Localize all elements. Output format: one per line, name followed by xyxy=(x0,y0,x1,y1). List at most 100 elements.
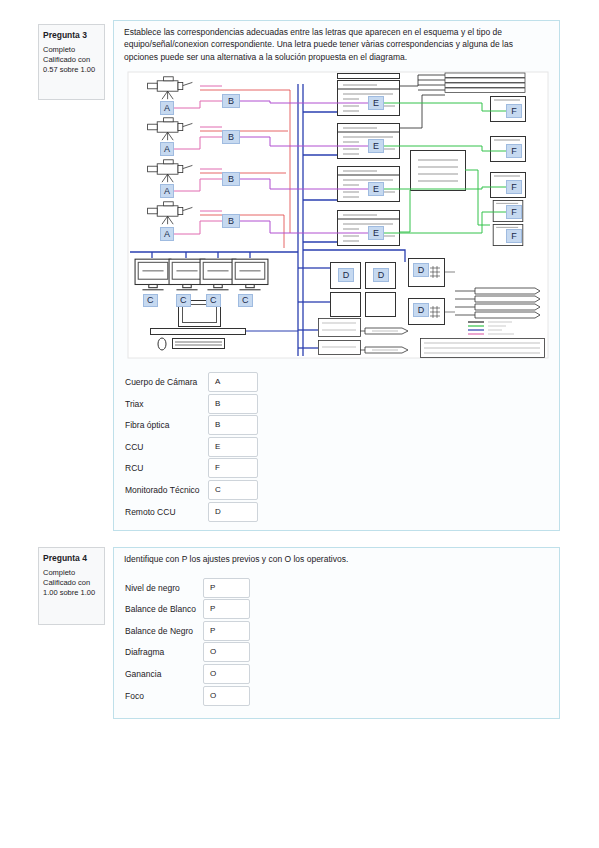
answer-select: F xyxy=(208,458,258,478)
letter-tag: D xyxy=(373,268,389,282)
letter-tag: F xyxy=(506,229,522,243)
info-text: Calificado con 1.00 sobre 1.00 xyxy=(43,578,100,598)
letter-text: B xyxy=(228,217,234,226)
letter-tag: E xyxy=(368,182,384,196)
letter-tag: F xyxy=(506,205,522,219)
info-text: Calificado con 0.57 sobre 1.00 xyxy=(43,55,100,75)
letter-text: C xyxy=(210,296,217,305)
info-text: Completo xyxy=(43,45,100,55)
letter-text: D xyxy=(215,508,221,516)
letter-text: O xyxy=(210,670,216,678)
letter-text: F xyxy=(511,147,517,156)
letter-text: F xyxy=(215,464,220,472)
row-label: Foco xyxy=(125,691,144,701)
letter-text: B xyxy=(228,97,234,106)
letter-text: E xyxy=(215,443,220,451)
letter-text: C xyxy=(180,296,187,305)
info-text: Pregunta 4 xyxy=(43,553,100,564)
signal-line xyxy=(240,101,368,103)
signal-line xyxy=(384,146,506,151)
info-text: Completo xyxy=(43,568,100,578)
question-text: Establece las correspondencias adecuadas… xyxy=(124,26,549,63)
signal-line xyxy=(240,221,368,233)
letter-tag: F xyxy=(506,104,522,118)
answer-select: P xyxy=(203,578,250,598)
question-text: Identifique con P los ajustes previos y … xyxy=(124,553,549,565)
question-info: Pregunta 4 CompletoCalificado con 1.00 so… xyxy=(38,547,105,625)
signal-line xyxy=(240,179,368,189)
answer-select: O xyxy=(203,642,250,662)
letter-tag: D xyxy=(413,263,429,277)
letter-tag: E xyxy=(368,96,384,110)
letter-tag: E xyxy=(368,226,384,240)
letter-text: A xyxy=(164,145,170,154)
row-label: Remoto CCU xyxy=(125,507,176,517)
row-label: Balance de Blanco xyxy=(125,604,196,614)
letter-text: P xyxy=(210,605,215,613)
signal-line xyxy=(384,187,506,189)
answer-select: D xyxy=(208,502,258,522)
letter-text: E xyxy=(373,229,379,238)
letter-tag: C xyxy=(206,294,221,307)
answer-select: B xyxy=(208,415,258,435)
row-label: Fibra óptica xyxy=(125,420,169,430)
question-info: Pregunta 3CompletoCalificado con 0.57 so… xyxy=(38,24,105,100)
letter-tag: C xyxy=(238,294,253,307)
letter-tag: A xyxy=(160,227,174,241)
answer-select: P xyxy=(203,599,250,619)
answer-select: E xyxy=(208,437,258,457)
letter-text: E xyxy=(373,142,379,151)
answer-select: P xyxy=(203,621,250,641)
letter-text: A xyxy=(215,378,220,386)
answer-select: O xyxy=(203,664,250,684)
signal-line xyxy=(240,137,368,146)
row-label: RCU xyxy=(125,463,143,473)
signal-line xyxy=(384,103,506,111)
answer-select: O xyxy=(203,686,250,706)
letter-text: B xyxy=(215,400,220,408)
letter-text: O xyxy=(210,648,216,656)
letter-text: O xyxy=(210,692,216,700)
letter-tag: A xyxy=(160,142,174,156)
letter-text: C xyxy=(242,296,249,305)
letter-text: A xyxy=(164,104,170,113)
letter-tag: E xyxy=(368,139,384,153)
letter-text: D xyxy=(343,271,350,280)
letter-text: P xyxy=(210,627,215,635)
letter-text: F xyxy=(511,183,517,192)
letter-text: F xyxy=(511,232,517,241)
row-label: Triax xyxy=(125,399,144,409)
letter-text: A xyxy=(164,187,170,196)
letter-text: F xyxy=(511,208,517,217)
letter-text: B xyxy=(228,175,234,184)
letter-text: B xyxy=(228,133,234,142)
answer-select: A xyxy=(208,372,258,392)
letter-text: A xyxy=(164,230,170,239)
answer-select: B xyxy=(208,394,258,414)
letter-text: F xyxy=(511,107,517,116)
letter-tag: F xyxy=(506,144,522,158)
letter-tag: C xyxy=(143,294,158,307)
row-label: Diafragma xyxy=(125,647,164,657)
letter-text: E xyxy=(373,99,379,108)
letter-text: C xyxy=(147,296,154,305)
letter-tag: C xyxy=(176,294,191,307)
letter-text: D xyxy=(418,266,425,275)
letter-text: D xyxy=(418,306,425,315)
letter-text: C xyxy=(215,486,221,494)
letter-tag: B xyxy=(222,172,240,186)
signal-line xyxy=(384,212,506,233)
letter-tag: B xyxy=(222,94,240,108)
letter-tag: B xyxy=(222,214,240,228)
question-panel: Establece las correspondencias adecuadas… xyxy=(113,20,560,531)
signal-line xyxy=(174,179,222,191)
letter-tag: A xyxy=(160,184,174,198)
letter-text: E xyxy=(373,185,379,194)
letter-tag: B xyxy=(222,130,240,144)
signal-line xyxy=(174,221,222,234)
letter-tag: A xyxy=(160,101,174,115)
row-label: Ganancia xyxy=(125,669,161,679)
letter-tag: D xyxy=(338,268,354,282)
